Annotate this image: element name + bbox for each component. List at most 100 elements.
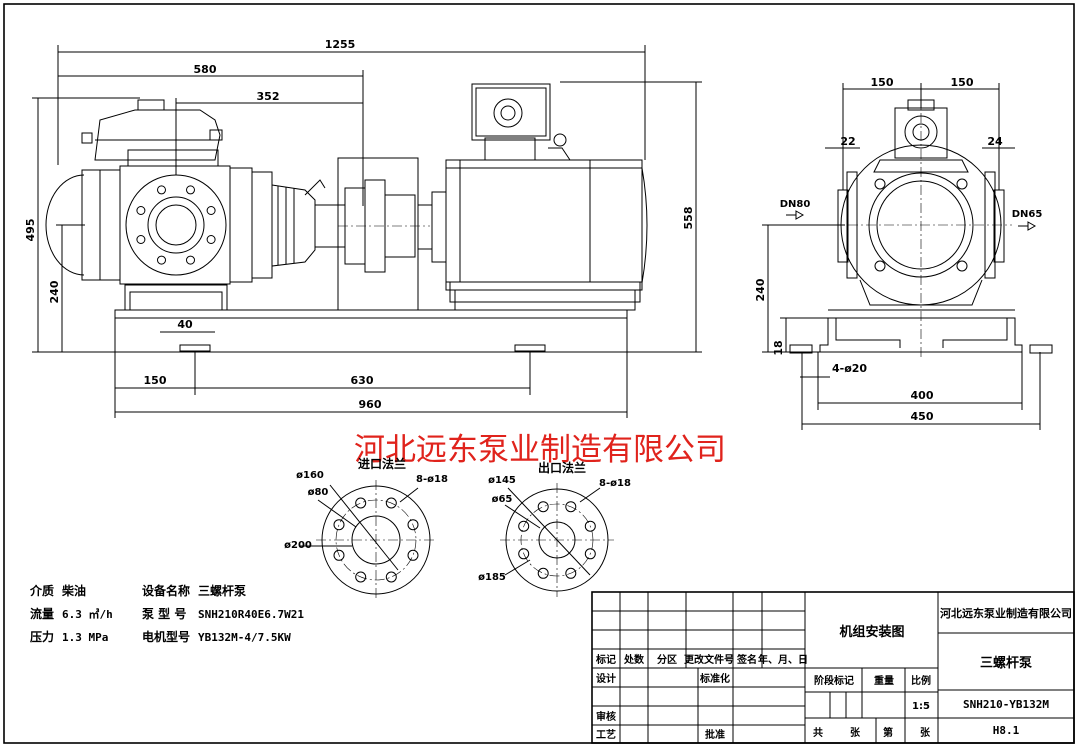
dim-total-length: 1255 [325,38,356,51]
outlet-bolt-hole [537,567,549,579]
inlet-d-outer: ø160 [296,470,324,481]
tb-approve: 批准 [705,728,725,741]
end-bolt-hole [874,260,886,272]
end-dim-holes: 4-ø20 [832,362,867,375]
tb-rev-mark: 标记 [595,653,616,666]
end-dim-450: 450 [911,410,934,423]
pump-bolt-hole [157,185,166,195]
inlet-label: DN80 [780,199,811,210]
pump-bolt-hole [206,206,216,215]
tb-sheet2: 张 [920,726,931,739]
inlet-bolt-hole [407,549,419,561]
spec-v2-2: YB132M-4/7.5KW [198,631,291,644]
spec-v1-2: 1.3 MPa [62,631,108,644]
outlet-d-outer: ø145 [488,475,516,486]
pump-bolt-hole [157,255,166,265]
outlet-bolt-hole [565,501,577,513]
spec-k1-2: 压力 [30,629,54,644]
tb-scale: 1:5 [912,701,930,712]
end-bolt-hole [874,178,886,190]
sheet-frame [3,3,1075,744]
motor-terminal-box [471,83,551,141]
tb-rev-count: 处数 [623,653,645,666]
tb-rev-date: 年、月、日 [758,653,808,666]
inlet-d-bore: ø80 [308,487,329,498]
end-bolt-hole [956,178,968,190]
outlet-bolts: 8-ø18 [599,478,631,489]
spec-k2-2: 电机型号 [142,629,190,644]
inlet-bolts: 8-ø18 [416,474,448,485]
pump-flange-circle [125,174,227,276]
tb-review: 审核 [596,710,616,723]
inlet-flange-title: 进口法兰 [358,456,406,471]
end-dim-18: 18 [772,340,785,355]
outlet-flange-title: 出口法兰 [538,460,586,475]
dim-240: 240 [48,280,61,303]
coupling-guard [337,157,419,311]
end-view: 150 150 22 24 DN80 DN65 240 18 4-ø20 400… [754,76,1053,430]
outlet-flange: 出口法兰 ø145 ø65 ø185 8-ø18 [478,460,631,597]
tb-title: 机组安装图 [839,624,904,640]
tb-rev-sign: 签名 [736,653,757,666]
end-dim-150-left: 150 [871,76,894,89]
outlet-label: DN65 [1012,209,1043,220]
dim-150: 150 [144,374,167,387]
spec-k2-0: 设备名称 [142,583,190,598]
tb-process: 工艺 [596,728,616,741]
outlet-bolt-hole [518,520,530,532]
tb-rev-doc: 更改文件号 [684,653,734,666]
motor-body [445,159,643,291]
pump-bolt-hole [186,255,195,265]
dim-960: 960 [359,398,382,411]
pump-relief-valve [94,109,221,161]
outlet-bolt-hole [565,567,577,579]
tb-product: 三螺杆泵 [980,655,1032,671]
end-dim-150-right: 150 [951,76,974,89]
spec-v1-0: 柴油 [61,583,86,598]
side-view: 1255 580 352 495 240 558 40 150 630 960 [24,38,702,418]
tb-stage: 阶段标记 [814,674,854,687]
spec-k2-1: 泵 型 号 [142,606,186,621]
pump-body [119,165,231,285]
tb-model: SNH210-YB132M [963,698,1049,711]
tb-weight: 重量 [874,674,894,687]
tb-company: 河北远东泵业制造有限公司 [940,606,1072,620]
outlet-bolt-hole [584,520,596,532]
inlet-bolt-hole [407,519,419,531]
tb-total: 共 [813,726,823,739]
spec-k1-1: 流量 [30,606,54,621]
tb-design: 设计 [596,672,616,685]
tb-index: 第 [883,726,893,739]
tb-standardize: 标准化 [699,672,730,685]
pump-bolt-hole [186,185,195,195]
tb-sheet: 张 [850,726,861,739]
spec-v2-0: 三螺杆泵 [198,583,246,598]
pump-bolt-hole [136,206,146,215]
end-dim-22: 22 [840,135,855,148]
inlet-d-pcd: ø200 [284,540,312,551]
dim-630: 630 [351,374,374,387]
inlet-bolt-hole [385,571,397,583]
outlet-bolt-hole [518,548,530,560]
end-bolt-hole [956,260,968,272]
spec-v1-1: 6.3 ㎥/h [62,607,113,621]
dim-558: 558 [682,207,695,230]
tb-code: H8.1 [993,724,1020,737]
tb-ratio: 比例 [911,674,931,687]
inlet-flange: 进口法兰 ø160 ø80 ø200 8-ø18 [284,456,448,600]
end-dim-400: 400 [911,389,934,402]
pump-bolt-hole [136,235,146,244]
pump-bolt-hole [206,235,216,244]
base-frame [114,309,628,353]
title-block: 机组安装图 河北远东泵业制造有限公司 三螺杆泵 SNH210-YB132M H8… [591,591,1075,744]
company-watermark: 河北远东泵业制造有限公司 [354,432,726,468]
dim-352: 352 [257,90,280,103]
inlet-bolt-hole [355,571,367,583]
end-dim-240: 240 [754,278,767,301]
spec-v2-1: SNH210R40E6.7W21 [198,608,304,621]
dim-580: 580 [194,63,217,76]
inlet-bolt-hole [333,549,345,561]
outlet-d-bore: ø65 [492,494,513,505]
tb-rev-zone: 分区 [657,653,677,666]
spec-table: 介质 柴油 设备名称 三螺杆泵 流量 6.3 ㎥/h 泵 型 号 SNH210R… [29,583,304,644]
